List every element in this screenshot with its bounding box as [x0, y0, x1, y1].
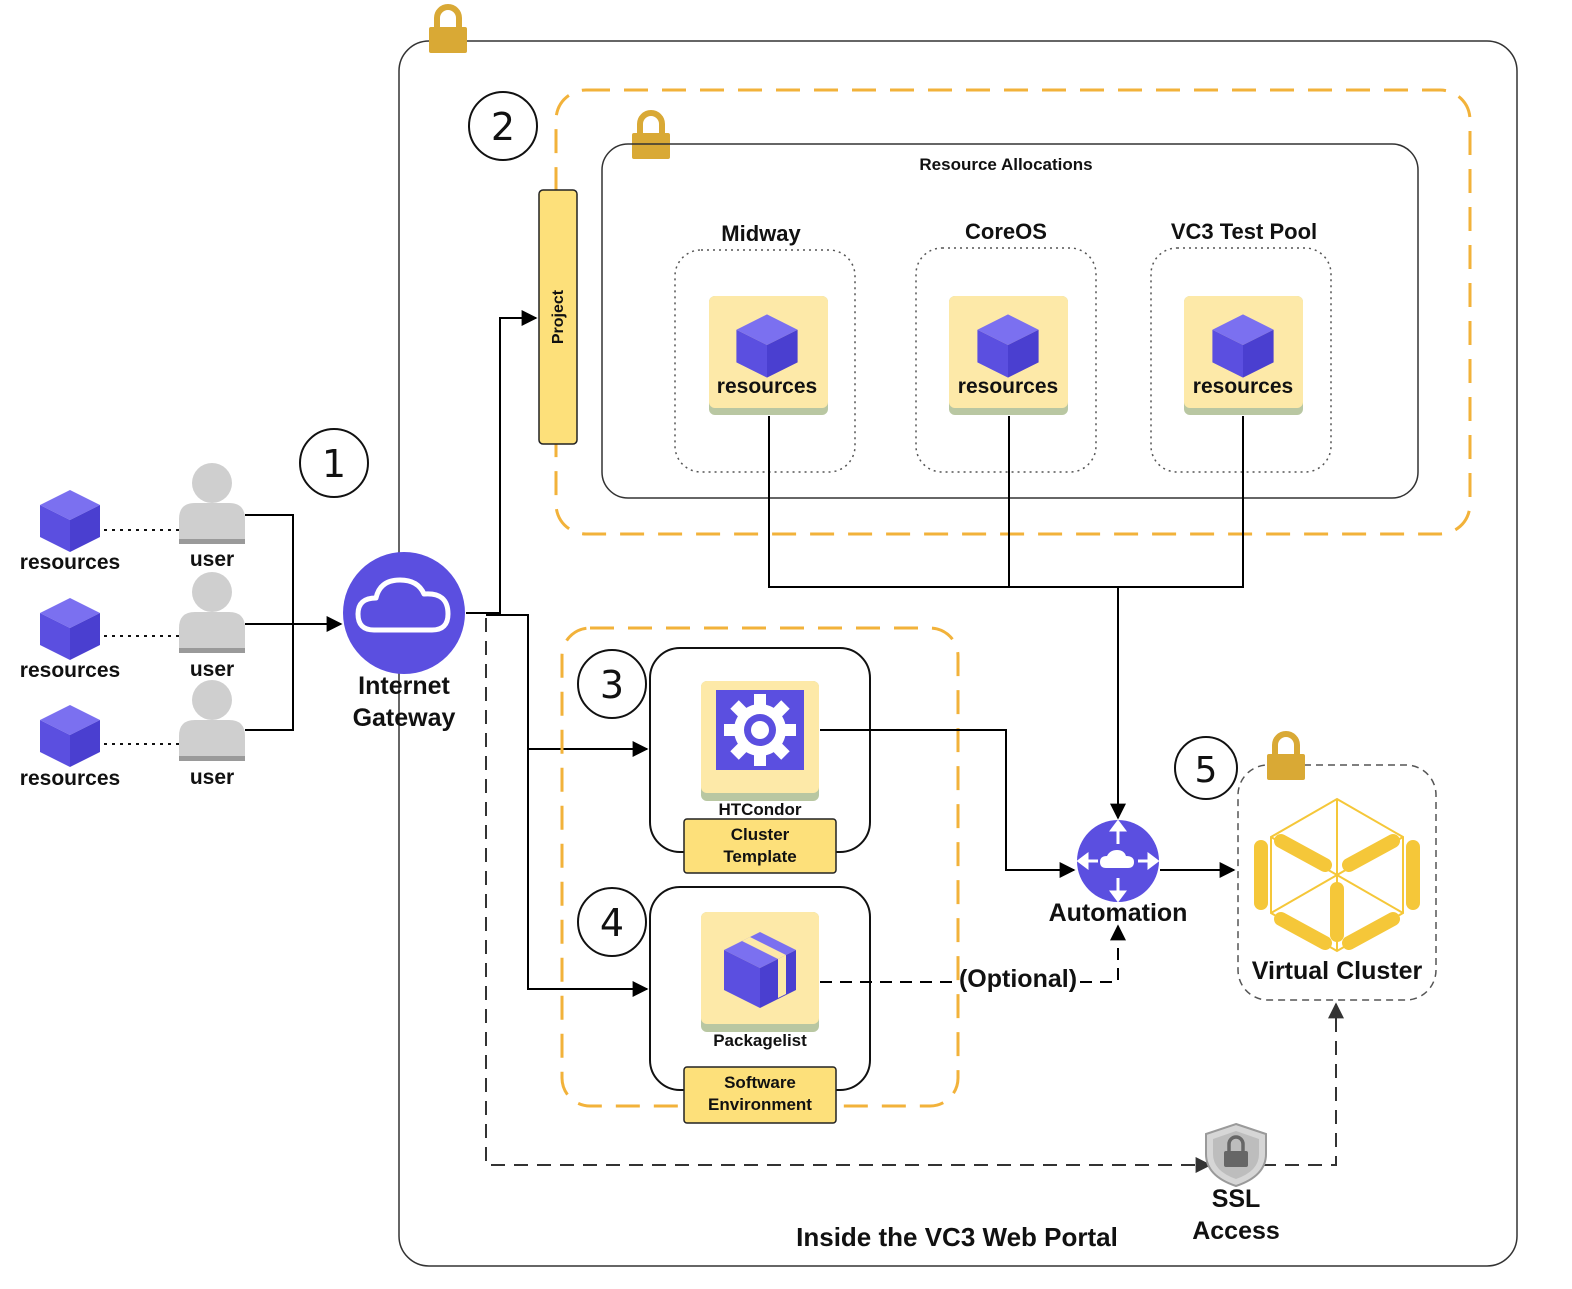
cube-icon [40, 705, 100, 767]
step-5: 5 [1174, 736, 1238, 800]
cluster-template-tag-2: Template [723, 847, 796, 866]
project-label: Project [550, 289, 567, 344]
router-icon [1076, 819, 1160, 903]
pool-name: VC3 Test Pool [1171, 219, 1317, 244]
virtual-cluster-label: Virtual Cluster [1252, 957, 1423, 985]
automation-label: Automation [1049, 899, 1188, 927]
automation[interactable]: Automation [1049, 819, 1188, 927]
step-4: 4 [577, 887, 647, 957]
ssl-label-2: Access [1192, 1217, 1280, 1245]
software-env-tag-2: Environment [708, 1095, 812, 1114]
lock-icon [1267, 734, 1305, 780]
user-icon [179, 680, 245, 761]
resource-label: resources [1193, 375, 1293, 398]
svg-text:4: 4 [600, 901, 624, 945]
user-label: user [190, 548, 234, 571]
cloud-icon [355, 577, 451, 633]
allocations-group: Resource Allocations Midway resources Co… [554, 88, 1472, 536]
lock-icon [429, 7, 467, 53]
software-environment[interactable]: Packagelist Software Environment [649, 886, 871, 1124]
project-bar[interactable]: Project [538, 189, 578, 445]
resource-label: resources [958, 375, 1058, 398]
cube-icon [40, 598, 100, 660]
cube-icon [40, 490, 100, 552]
user-icon [179, 463, 245, 544]
shield-lock-icon [1205, 1122, 1267, 1188]
packagelist-label: Packagelist [713, 1031, 807, 1050]
internet-gateway[interactable]: Internet Gateway [343, 552, 465, 732]
optional-label: (Optional) [959, 965, 1077, 993]
portal-label: Inside the VC3 Web Portal [796, 1222, 1118, 1252]
lock-icon [632, 113, 670, 159]
user-row-1[interactable]: resources user [20, 463, 245, 574]
pool-coreos[interactable]: CoreOS resources [915, 219, 1097, 473]
pool-midway[interactable]: Midway resources [674, 221, 856, 473]
web-portal-boundary: Inside the VC3 Web Portal [398, 7, 1518, 1267]
pool-name: Midway [721, 221, 801, 246]
virtual-cluster[interactable]: Virtual Cluster [1237, 734, 1437, 1001]
user-row-3[interactable]: resources user [20, 680, 245, 790]
pool-connectors [768, 416, 1244, 878]
ssl-to-cluster-path [1262, 1002, 1344, 1166]
gateway-label-2: Gateway [353, 704, 456, 732]
cluster-template-tag-1: Cluster [731, 825, 790, 844]
user-label: user [190, 766, 234, 789]
pool-vc3-test[interactable]: VC3 Test Pool resources [1150, 219, 1332, 473]
ssl-label-1: SSL [1212, 1185, 1261, 1213]
gateway-label-1: Internet [358, 672, 450, 700]
software-env-tag-1: Software [724, 1073, 796, 1092]
hexagon-cluster-icon [1254, 797, 1420, 953]
user-icon [179, 572, 245, 653]
svg-text:1: 1 [322, 442, 346, 486]
svg-text:5: 5 [1195, 750, 1218, 791]
allocations-title: Resource Allocations [919, 155, 1092, 174]
htcondor-label: HTCondor [718, 800, 801, 819]
cluster-template[interactable]: HTCondor Cluster Template [649, 647, 871, 874]
step-3: 3 [577, 649, 647, 719]
templates-group: HTCondor Cluster Template Packagelist So… [560, 626, 960, 1124]
user-label: user [190, 658, 234, 681]
step-2: 2 [468, 91, 538, 161]
pool-name: CoreOS [965, 219, 1047, 244]
step-1: 1 [299, 428, 369, 498]
svg-text:2: 2 [491, 105, 515, 149]
user-connectors [245, 514, 343, 731]
user-row-2[interactable]: resources user [20, 572, 245, 682]
package-icon [724, 932, 796, 1008]
ssl-access[interactable]: SSL Access [1192, 1122, 1280, 1245]
optional-path-end [1080, 924, 1126, 983]
gateway-connectors [466, 310, 649, 997]
users-group: resources user resources user resources … [20, 463, 245, 790]
resource-label: resources [20, 659, 120, 682]
gear-icon [724, 694, 796, 766]
svg-text:3: 3 [600, 663, 624, 707]
resource-label: resources [717, 375, 817, 398]
resource-label: resources [20, 767, 120, 790]
resource-label: resources [20, 551, 120, 574]
